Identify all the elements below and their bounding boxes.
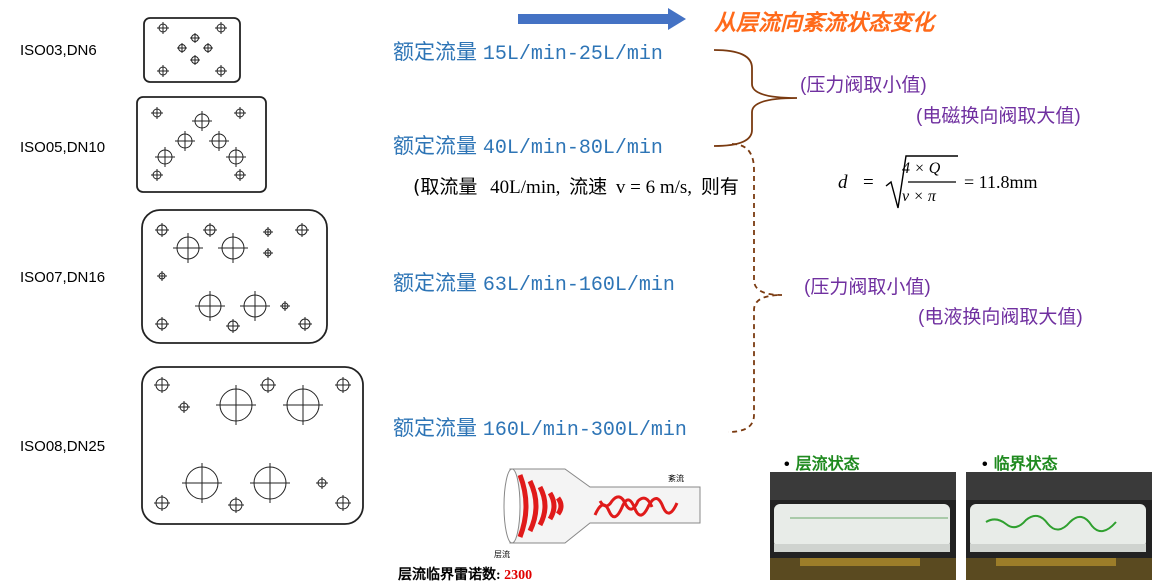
formula-speed: v = 6 m/s, — [615, 177, 693, 198]
formula-flow: 40L/min, — [490, 177, 561, 198]
iso-label-08: ISO08,DN25 — [20, 438, 106, 455]
reynolds-number: 层流临界雷诺数: 2300 — [398, 564, 532, 584]
formula-speed-label: 流速 — [569, 176, 608, 198]
formula-result: = 11.8mm — [964, 172, 1038, 192]
trend-arrow — [518, 8, 686, 30]
pipe-flow-diagram: 层流 紊流 — [494, 468, 701, 559]
critical-state-title: •临界状态 — [982, 456, 1058, 473]
iso-label-07: ISO07,DN16 — [20, 269, 106, 286]
trend-title: 从层流向紊流状态变化 — [714, 10, 935, 35]
turbulent-label: 紊流 — [668, 473, 684, 483]
valve-note-solenoid: (电磁换向阀取大值) — [916, 106, 1081, 127]
plate-iso08 — [141, 366, 364, 525]
formula-then: 则有 — [700, 176, 739, 198]
formula-line: (取流量 40L/min, 流速 v = 6 m/s, 则有 — [413, 172, 739, 199]
valve-note-electrohydraulic: (电液换向阀取大值) — [918, 307, 1083, 328]
plate-iso03 — [143, 17, 241, 83]
brace-group2 — [727, 143, 783, 433]
formula-prefix: (取流量 — [413, 176, 478, 198]
formula-numerator: 4 × Q — [902, 160, 941, 177]
laminar-label: 层流 — [494, 549, 510, 559]
flow-range: 63L/min-160L/min — [482, 274, 675, 297]
flow-rate-iso07: 额定流量 63L/min-160L/min — [393, 267, 675, 297]
plate-iso05 — [136, 96, 267, 193]
reynolds-value: 2300 — [504, 568, 533, 583]
reynolds-label: 层流临界雷诺数: — [398, 568, 501, 583]
flow-prefix: 额定流量 — [393, 417, 477, 440]
flow-rate-iso05: 额定流量 40L/min-80L/min — [393, 130, 663, 160]
flow-range: 15L/min-25L/min — [482, 43, 663, 66]
plate-iso07 — [141, 209, 328, 344]
iso-label-03: ISO03,DN6 — [20, 42, 97, 59]
flow-prefix: 额定流量 — [393, 135, 477, 158]
valve-note-pressure-1: (压力阀取小值) — [800, 75, 927, 96]
critical-state-photo — [966, 472, 1152, 580]
laminar-state-title: •层流状态 — [784, 456, 860, 473]
flow-prefix: 额定流量 — [393, 272, 477, 295]
laminar-state-photo — [770, 472, 956, 580]
formula-lhs: d — [838, 172, 848, 193]
flow-rate-iso08: 额定流量 160L/min-300L/min — [393, 412, 687, 442]
formula-denominator: v × π — [902, 188, 936, 205]
flow-rate-iso03: 额定流量 15L/min-25L/min — [393, 36, 663, 66]
brace-group1 — [713, 49, 798, 147]
valve-note-pressure-2: (压力阀取小值) — [804, 277, 931, 298]
iso-label-05: ISO05,DN10 — [20, 139, 106, 156]
flow-prefix: 额定流量 — [393, 41, 477, 64]
flow-range: 40L/min-80L/min — [482, 137, 663, 160]
flow-range: 160L/min-300L/min — [482, 419, 687, 442]
formula-eq: = — [863, 172, 874, 193]
sqrt-sign — [885, 155, 958, 209]
